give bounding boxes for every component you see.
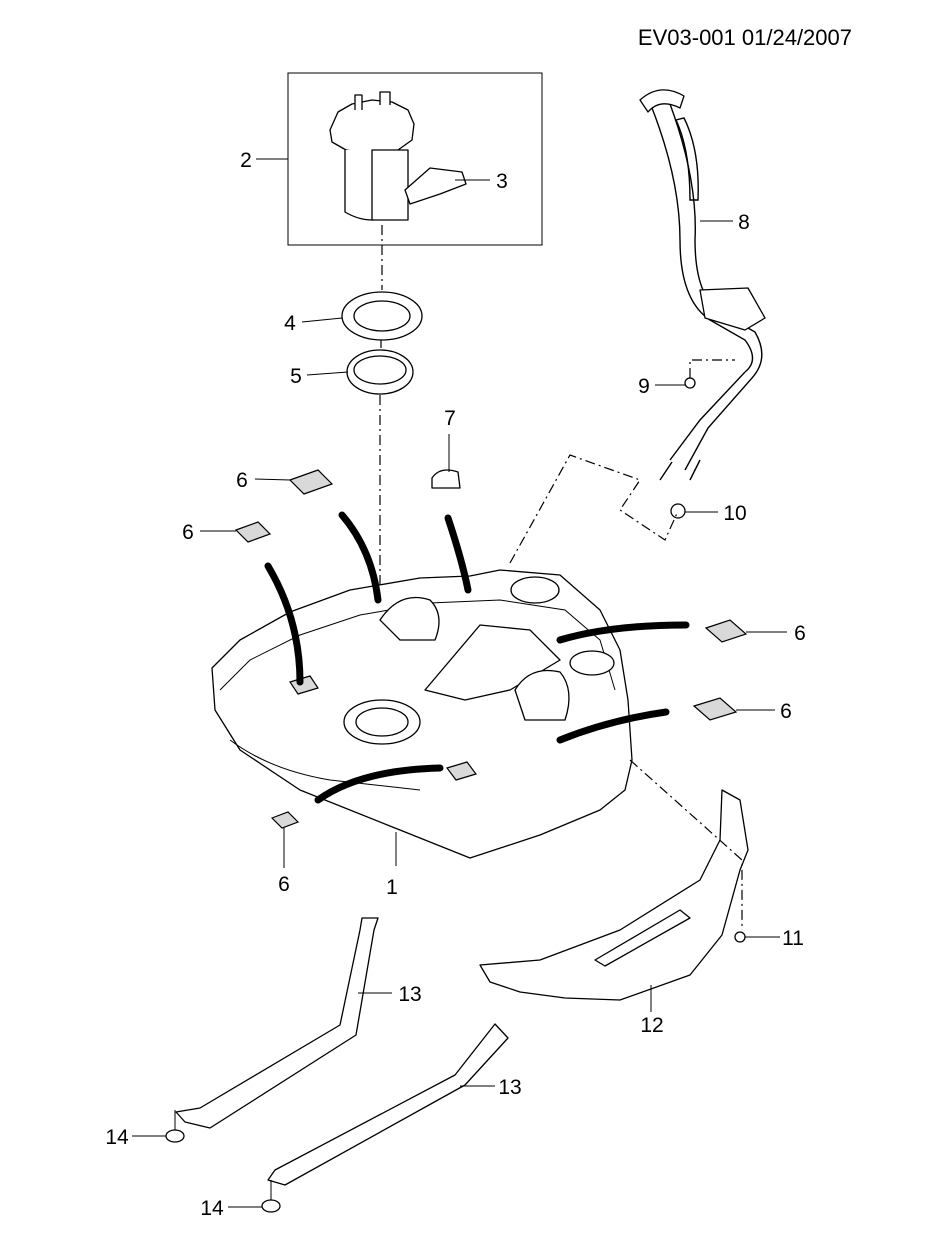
callout-5: 5: [290, 365, 302, 388]
tank-saddle-channel: [424, 624, 561, 701]
heat-shield-rib: [594, 909, 691, 967]
insulator-pad: [446, 761, 477, 781]
hose-clamp: [670, 503, 686, 519]
filler-bracket: [699, 287, 766, 331]
tank-filler-port: [510, 576, 560, 604]
filler-pipe-outer: [669, 103, 763, 471]
strap-nut-front: [165, 1110, 185, 1143]
callout-14-nut-rear: 14: [200, 1197, 224, 1220]
callout-13-strap-front: 13: [398, 983, 421, 1006]
callout-1: 1: [386, 876, 398, 899]
lock-ring: [341, 291, 423, 341]
fuel-pump-module-frame: [287, 72, 543, 246]
callout-9: 9: [638, 375, 650, 398]
callout-4: 4: [284, 312, 296, 335]
harness-strip: [444, 514, 472, 594]
vent-hose: [675, 117, 699, 201]
filler-pipe: [651, 107, 754, 461]
bolt-axis: [689, 359, 735, 378]
wiring-harnesses: [264, 511, 690, 804]
callout-6-pad-b: 6: [182, 521, 194, 544]
callout-11: 11: [782, 927, 804, 950]
pump-connector: [354, 91, 391, 110]
insulator-pad: [692, 697, 738, 721]
heat-shield: [479, 789, 749, 1001]
fuel-tank: [211, 569, 633, 859]
insulator-pad: [288, 469, 334, 495]
filler-hose-ends: [659, 459, 701, 481]
filler-neck-assembly: [639, 89, 766, 481]
callout-6-pad-a: 6: [236, 469, 248, 492]
doc-reference: EV03-001 01/24/2007: [638, 25, 852, 50]
tank-strap-rear: [267, 1023, 509, 1186]
fuel-pump-module: [287, 72, 543, 246]
callout-7: 7: [444, 407, 456, 430]
harness-strip: [556, 621, 690, 644]
heat-shield-body: [479, 789, 749, 1001]
tank-straps: [175, 917, 509, 1186]
insulator-pad: [704, 619, 748, 643]
tank-lower-edge: [229, 739, 421, 791]
callout-3: 3: [496, 170, 508, 193]
insulator-pad: [270, 811, 300, 829]
callout-6-pad-e: 6: [278, 873, 290, 896]
heat-shield-nut: [734, 931, 746, 943]
insulator-pad: [234, 521, 272, 543]
callout-6-pad-d: 6: [780, 700, 792, 723]
callout-10: 10: [723, 502, 746, 525]
callout-13-strap-rear: 13: [498, 1076, 521, 1099]
tank-clip-left: [379, 596, 440, 641]
callout-8: 8: [738, 211, 750, 234]
harness-strip: [556, 708, 670, 744]
pump-flange: [329, 99, 415, 155]
filler-connection-path: [509, 454, 679, 564]
tank-strap-front: [175, 917, 379, 1129]
filler-cap-flange: [639, 89, 685, 113]
harness-strip: [314, 764, 444, 804]
vent-pad: [431, 469, 461, 489]
filler-bolt: [684, 377, 696, 389]
callout-12: 12: [640, 1014, 663, 1037]
leader-lines: [132, 158, 787, 1208]
harness-strip: [338, 511, 382, 604]
tank-port: [569, 650, 615, 676]
callout-14-nut-front: 14: [105, 1126, 129, 1149]
callout-6-pad-c: 6: [794, 622, 806, 645]
strap-nut-rear: [261, 1180, 281, 1213]
harness-strip: [264, 562, 304, 686]
callout-2: 2: [240, 149, 252, 172]
pump-seal: [346, 349, 414, 395]
fuel-level-sender-float: [404, 167, 467, 205]
tank-clip-right: [514, 669, 570, 721]
pump-bracket: [371, 149, 409, 221]
